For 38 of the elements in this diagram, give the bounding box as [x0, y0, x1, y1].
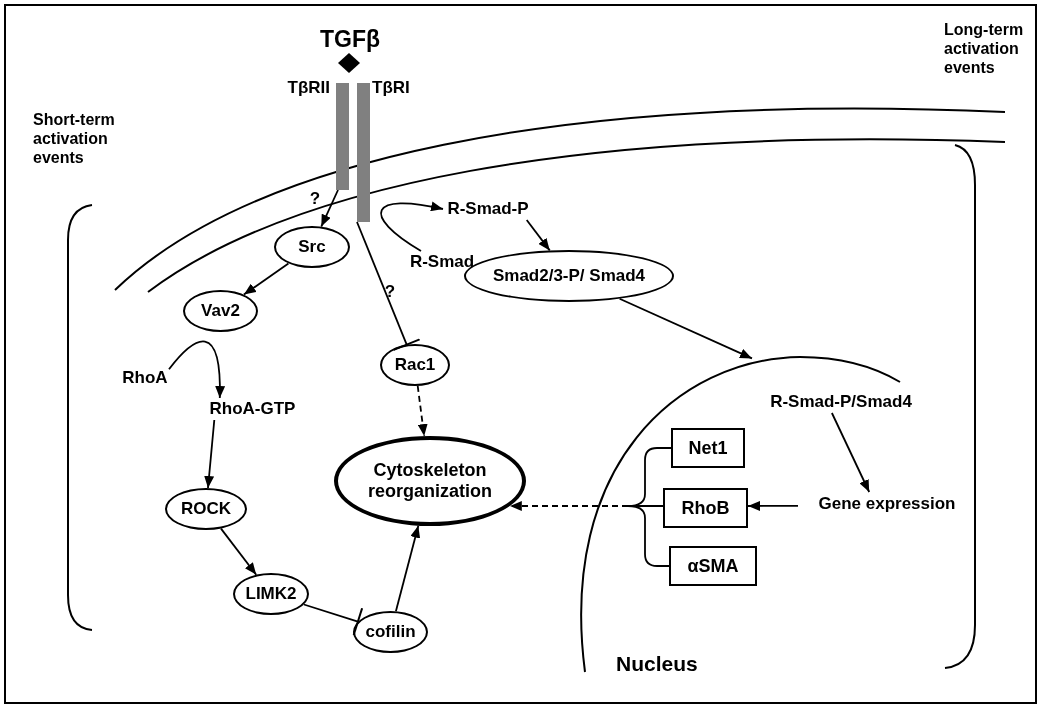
protein-ellipse: cofilin	[353, 611, 428, 653]
arrow	[747, 501, 799, 511]
molecule-label: RhoA	[115, 367, 175, 389]
arrow	[380, 201, 444, 252]
protein-ellipse: ROCK	[165, 488, 247, 530]
molecule-label: RhoA-GTP	[198, 398, 307, 420]
arrow	[220, 527, 258, 576]
protein-ellipse: LIMK2	[233, 573, 309, 615]
protein-ellipse: Src	[274, 226, 350, 268]
gene-box: RhoB	[663, 488, 748, 528]
arrow	[168, 340, 225, 399]
receptor-label: TβRII	[287, 78, 330, 98]
gene-box: Net1	[671, 428, 745, 468]
ligand-label: TGFβ	[319, 26, 381, 54]
molecule-label: Gene expression	[798, 492, 976, 516]
molecule-label: R-Smad-P/Smad4	[750, 391, 932, 413]
edge-label: ?	[384, 282, 396, 302]
molecule-label: R-Smad-P	[443, 198, 533, 220]
compartment-label: Nucleus	[616, 652, 698, 676]
region-label: Long-term activation events	[944, 20, 1025, 78]
edge-label: ?	[309, 189, 321, 209]
receptor-label: TβRI	[372, 78, 410, 98]
arrow	[243, 262, 290, 296]
molecule-label: R-Smad	[400, 251, 484, 273]
protein-ellipse: Rac1	[380, 344, 450, 386]
arrow	[395, 524, 421, 613]
arrow	[618, 297, 753, 360]
protein-ellipse: Vav2	[183, 290, 258, 332]
brace-branch	[627, 505, 670, 567]
region-label: Short-term activation events	[33, 110, 116, 168]
arrow	[508, 501, 629, 511]
arrow	[204, 419, 216, 489]
outcome-ellipse: Cytoskeleton reorganization	[334, 436, 526, 526]
arrow	[416, 385, 428, 437]
arrow	[831, 412, 871, 493]
arrow	[525, 219, 551, 252]
arrow	[320, 189, 339, 228]
gene-box: αSMA	[669, 546, 757, 586]
